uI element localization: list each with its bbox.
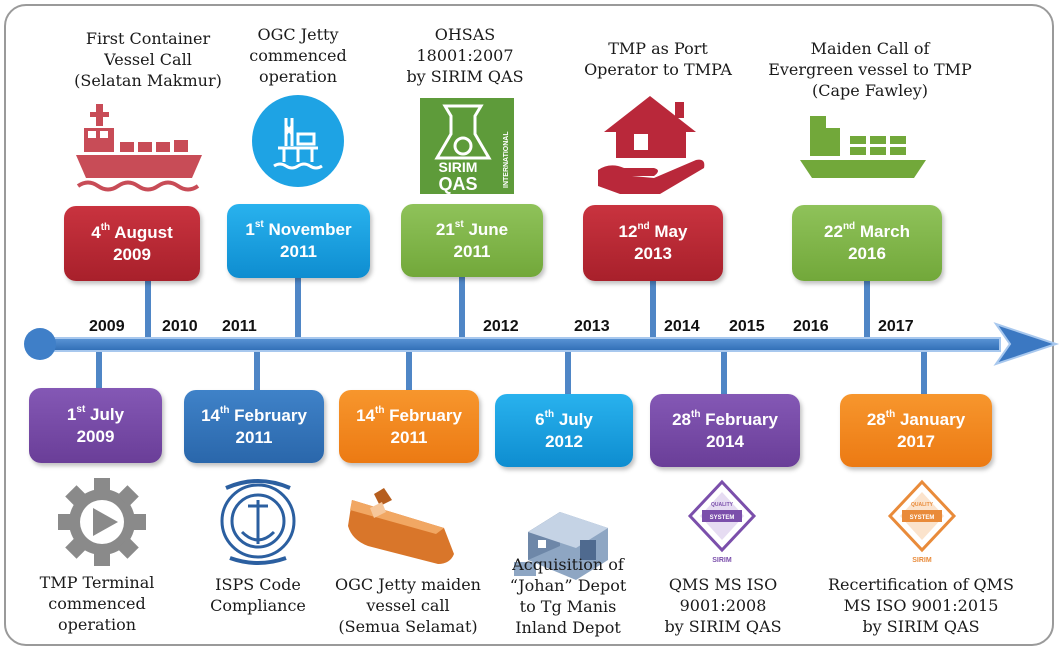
top-event-1-caption: First Container Vessel Call (Selatan Mak…: [74, 29, 222, 90]
axis-year-2012: 2012: [483, 318, 519, 335]
sirim-logo-text-1: SIRIM: [712, 557, 732, 564]
house-in-hand-icon: [598, 96, 705, 194]
axis-year-2015: 2015: [729, 318, 765, 335]
bottom-event-2-caption: ISPS Code Compliance: [210, 575, 306, 615]
bottom-event-1-caption: TMP Terminal commenced operation: [39, 573, 155, 634]
sirim-logo-text-2: SIRIM: [912, 557, 932, 564]
axis-year-2016: 2016: [793, 318, 829, 335]
warehouse-icon: [514, 512, 608, 580]
imo-emblem-icon: [220, 479, 296, 565]
qas-logo-text: QAS: [438, 174, 477, 194]
top-event-4-date: 12nd May 2013: [583, 205, 723, 281]
quality-logo-text-1: QUALITY: [711, 502, 734, 508]
oil-rig-icon: [252, 95, 344, 187]
top-event-2-caption: OGC Jetty commenced operation: [249, 25, 347, 86]
bottom-event-4-date: 6th July 2012: [495, 394, 633, 467]
bottom-event-6-date: 28th January 2017: [840, 394, 992, 467]
quality-system-logo-orange-icon: QUALITY SYSTEM SIRIM: [887, 479, 957, 564]
top-event-3-date: 21st June 2011: [401, 204, 543, 277]
connector-lines: [96, 276, 927, 396]
bottom-event-3-date: 14th February 2011: [339, 390, 479, 463]
gear-play-icon: [58, 478, 146, 566]
axis-year-2014: 2014: [664, 318, 700, 335]
bottom-event-3-caption: OGC Jetty maiden vessel call (Semua Sela…: [335, 575, 481, 636]
bottom-event-5-caption: QMS MS ISO 9001:2008 by SIRIM QAS: [664, 575, 782, 636]
cargo-ship-icon: [800, 116, 926, 178]
bottom-event-5-date: 28th February 2014: [650, 394, 800, 467]
sirim-qas-logo-icon: SIRIM QAS INTERNATIONAL: [420, 98, 514, 194]
tanker-ship-icon: [348, 488, 454, 564]
top-event-1-date: 4th August 2009: [64, 206, 200, 281]
timeline-start-dot: [24, 328, 56, 360]
system-logo-text-1: SYSTEM: [710, 515, 735, 521]
axis-year-2009: 2009: [89, 318, 125, 335]
axis-year-2010: 2010: [162, 318, 198, 335]
timeline-axis: [24, 322, 1060, 366]
quality-logo-text-2: QUALITY: [911, 502, 934, 508]
sirim-logo-text: SIRIM: [439, 159, 478, 175]
container-ship-icon: [76, 104, 202, 192]
axis-year-2011: 2011: [222, 318, 257, 335]
top-event-3-caption: OHSAS 18001:2007 by SIRIM QAS: [406, 25, 524, 86]
bottom-event-4-caption: Acquisition of “Johan” Depot to Tg Manis…: [509, 555, 627, 637]
top-event-2-date: 1st November 2011: [227, 204, 370, 278]
bottom-event-1-date: 1st July 2009: [29, 388, 162, 463]
top-event-5-date: 22nd March 2016: [792, 205, 942, 281]
axis-year-2017: 2017: [878, 318, 914, 335]
top-event-4-caption: TMP as Port Operator to TMPA: [584, 39, 732, 79]
quality-system-logo-purple-icon: QUALITY SYSTEM SIRIM: [687, 479, 757, 564]
bottom-event-2-date: 14th February 2011: [184, 390, 324, 463]
top-event-5-caption: Maiden Call of Evergreen vessel to TMP (…: [768, 39, 972, 100]
axis-year-2013: 2013: [574, 318, 610, 335]
system-logo-text-2: SYSTEM: [910, 515, 935, 521]
bottom-event-6-caption: Recertification of QMS MS ISO 9001:2015 …: [828, 575, 1014, 636]
international-logo-text: INTERNATIONAL: [503, 131, 510, 188]
